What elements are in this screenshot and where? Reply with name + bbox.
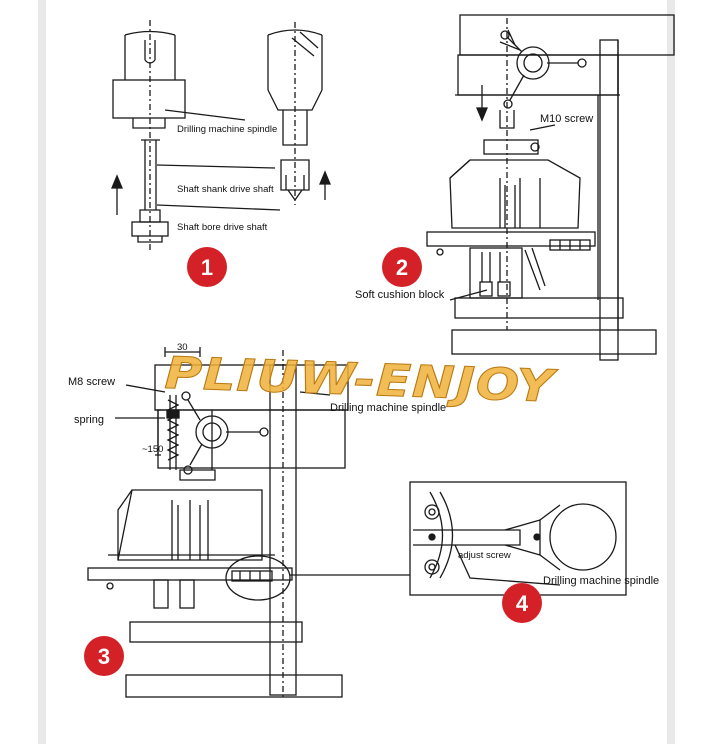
label-soft-cushion-block: Soft cushion block — [355, 289, 445, 301]
page-margin-left — [38, 0, 46, 744]
label-dim-150: ~150 — [142, 444, 163, 455]
label-shank-drive-shaft: Shaft shank drive shaft — [177, 184, 274, 195]
badge-step-3: 3 — [84, 636, 124, 676]
svg-text:3: 3 — [98, 644, 110, 669]
svg-text:1: 1 — [201, 255, 213, 280]
label-drilling-spindle-3: Drilling machine spindle — [330, 402, 446, 414]
badge-step-1: 1 — [187, 247, 227, 287]
panel-3-drill-press — [87, 347, 410, 700]
label-drilling-spindle-1: Drilling machine spindle — [177, 124, 277, 135]
badge-step-2: 2 — [382, 247, 422, 287]
label-dim-30: 30 — [177, 342, 188, 353]
label-m8-screw: M8 screw — [68, 376, 115, 388]
panel-4-adjust-detail — [409, 481, 627, 596]
page-margin-right — [667, 0, 675, 744]
svg-text:4: 4 — [516, 591, 529, 616]
svg-text:2: 2 — [396, 255, 408, 280]
panel-1-spindle-shafts — [111, 20, 331, 250]
label-bore-drive-shaft: Shaft bore drive shaft — [177, 222, 268, 233]
label-adjust-screw: adjust screw — [458, 550, 511, 561]
label-m10-screw: M10 screw — [540, 113, 593, 125]
label-spring: spring — [74, 414, 104, 426]
label-drilling-spindle-4: Drilling machine spindle — [543, 575, 659, 587]
panel-2-drill-head — [426, 14, 675, 361]
badge-step-4: 4 — [502, 583, 542, 623]
